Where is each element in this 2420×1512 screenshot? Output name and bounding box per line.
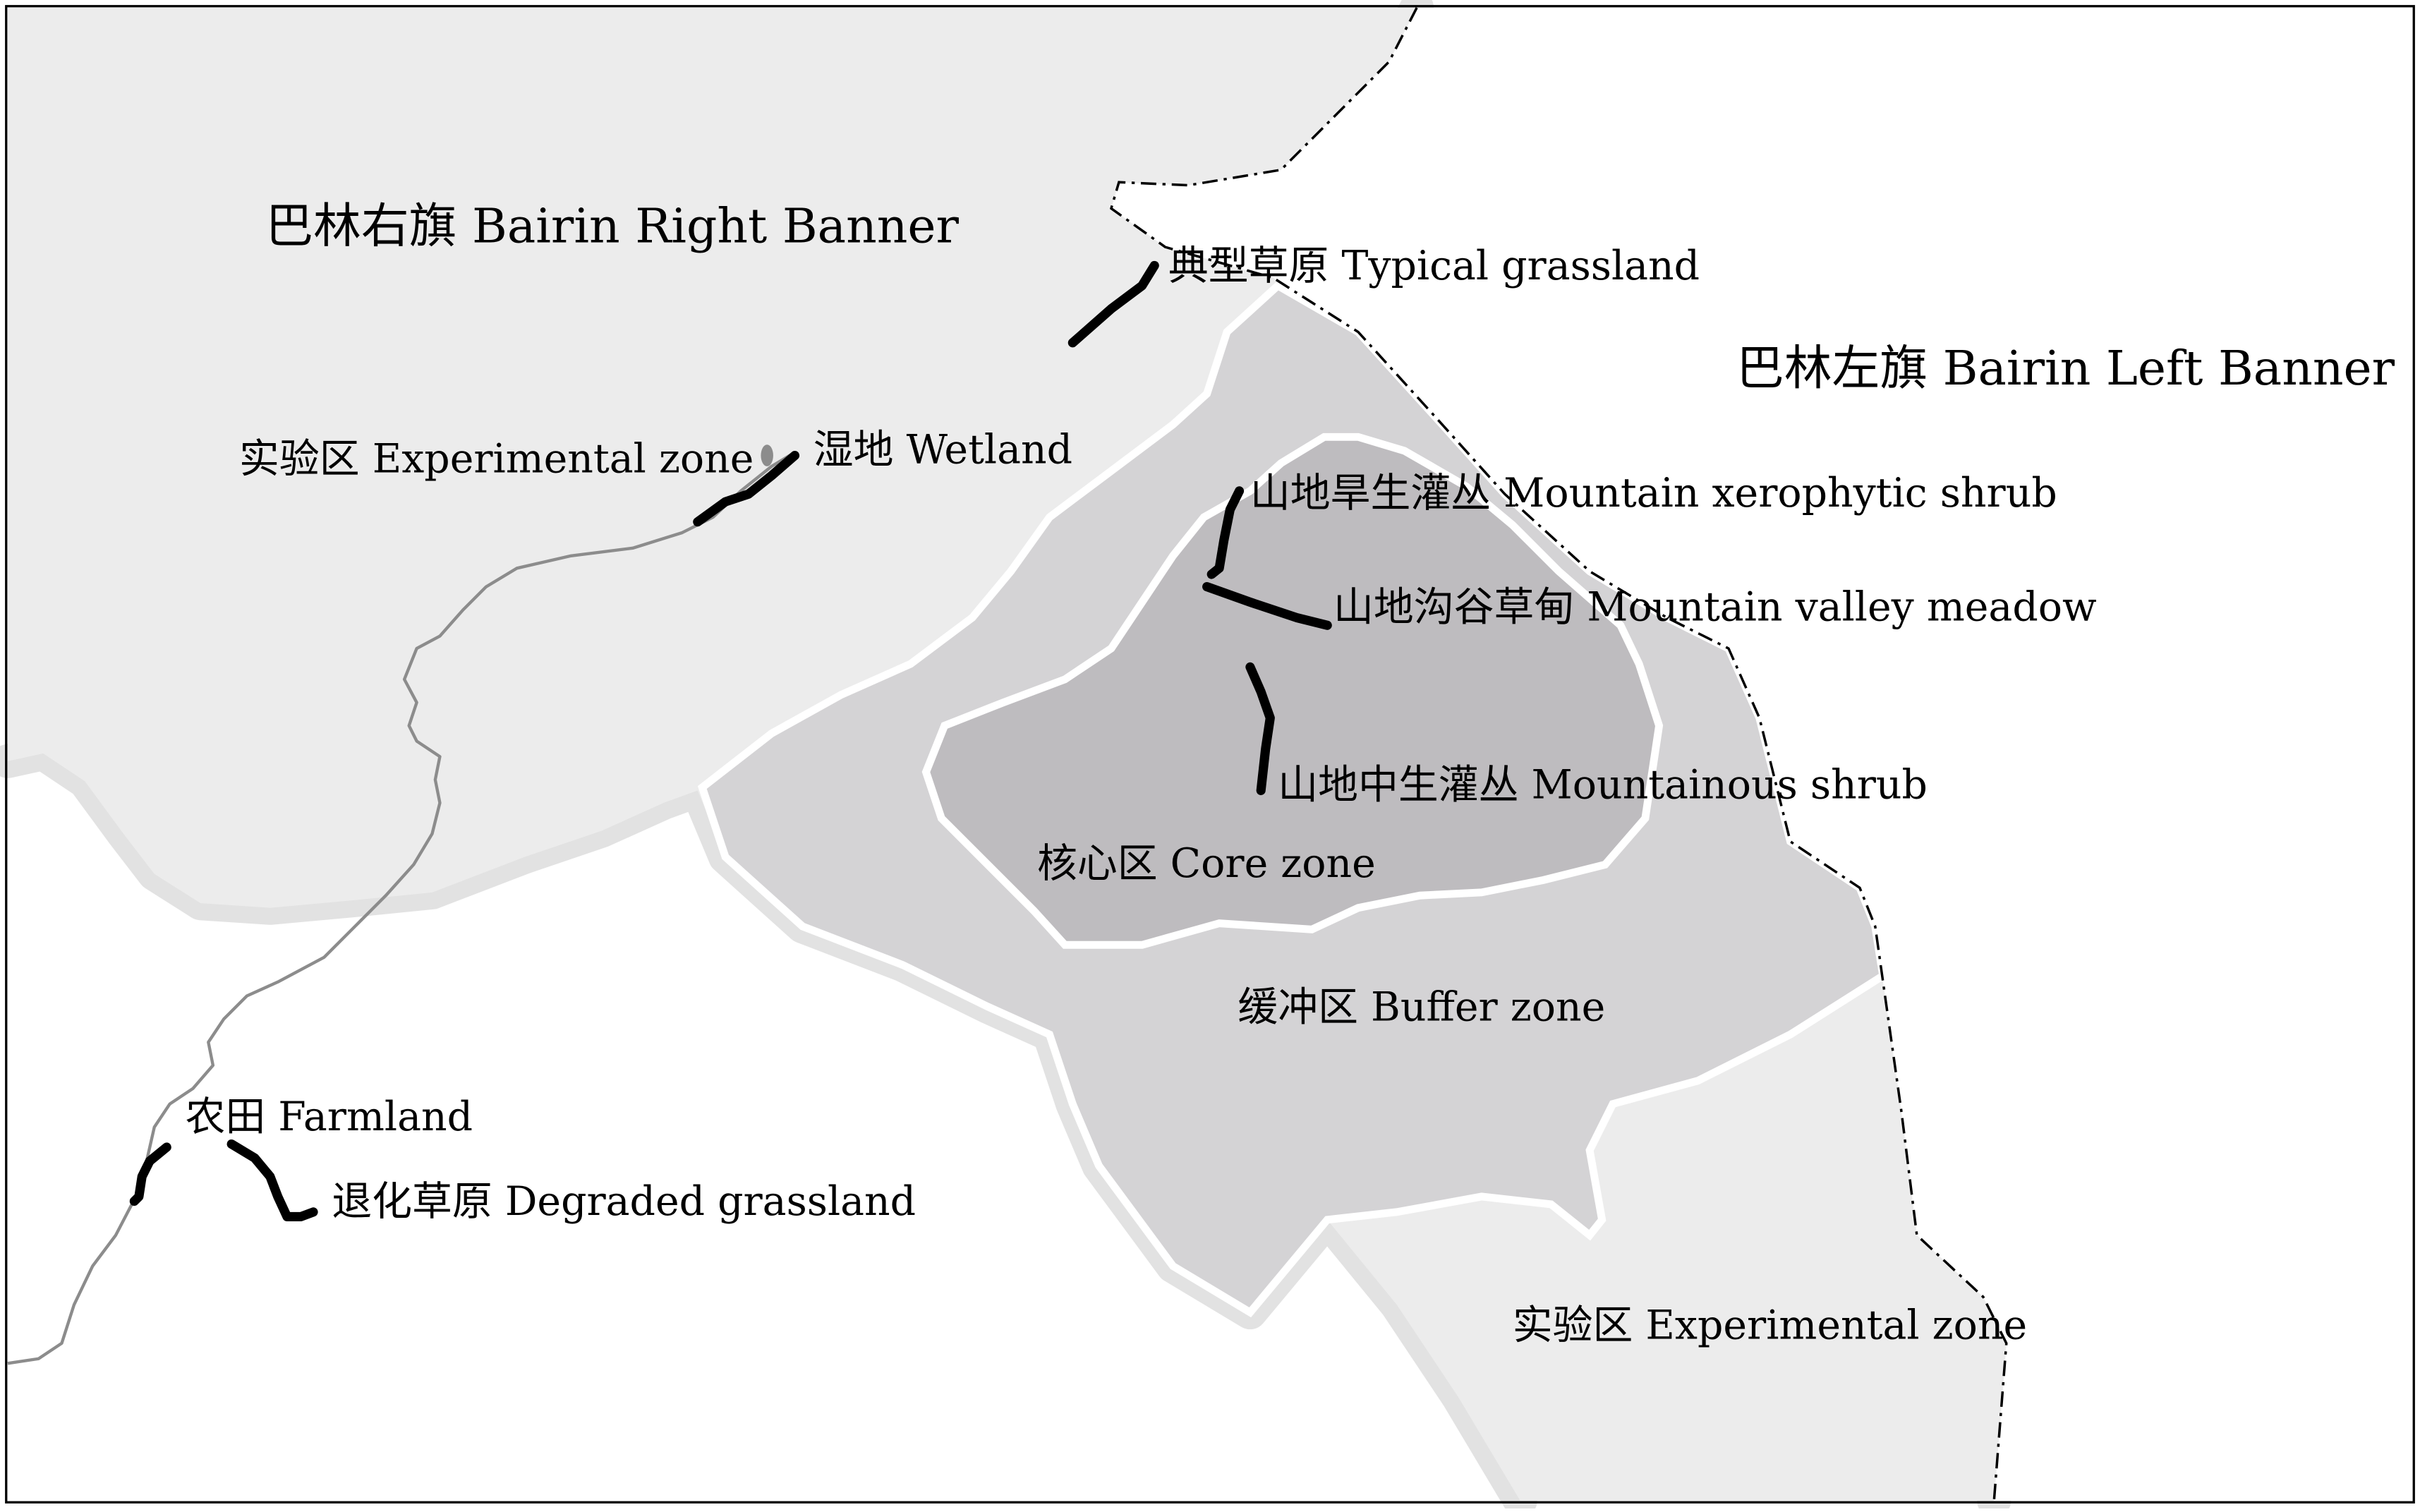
map-frame <box>5 5 2415 1504</box>
transect-mountain-valley-meadow <box>1202 582 1332 630</box>
label-bairin-right-banner: 巴林右旗 Bairin Right Banner <box>265 198 959 254</box>
label-mountainous-shrub: 山地中生灌丛 Mountainous shrub <box>1278 761 1928 808</box>
label-buffer-zone: 缓冲区 Buffer zone <box>1238 984 1605 1030</box>
label-mountain-xerophytic-shrub: 山地旱生灌丛 Mountain xerophytic shrub <box>1250 470 2057 516</box>
outside-area <box>1111 7 2413 1501</box>
transect-typical-grassland <box>1067 260 1159 348</box>
label-farmland: 农田 Farmland <box>186 1094 473 1140</box>
transect-wetland <box>693 450 800 527</box>
core-zone <box>921 433 1664 949</box>
transect-farmland <box>129 1142 171 1206</box>
label-core-zone: 核心区 Core zone <box>1037 840 1376 887</box>
banner-border <box>1109 7 2008 1501</box>
label-mountain-valley-meadow: 山地沟谷草甸 Mountain valley meadow <box>1333 584 2097 631</box>
transect-mountain-xerophytic-shrub <box>1206 486 1245 579</box>
transect-mountainous-shrub <box>1245 662 1275 795</box>
transect-degraded-grassland <box>226 1139 318 1221</box>
transects <box>129 260 1332 1221</box>
label-experimental-zone-west: 实验区 Experimental zone <box>239 436 754 483</box>
label-wetland: 湿地 Wetland <box>813 426 1072 473</box>
label-degraded-grassland: 退化草原 Degraded grassland <box>332 1178 916 1225</box>
label-bairin-left-banner: 巴林左旗 Bairin Left Banner <box>1736 340 2395 396</box>
label-experimental-zone-east: 实验区 Experimental zone <box>1513 1302 2027 1348</box>
label-typical-grassland: 典型草原 Typical grassland <box>1168 243 1700 289</box>
wetland-pond <box>761 444 773 466</box>
